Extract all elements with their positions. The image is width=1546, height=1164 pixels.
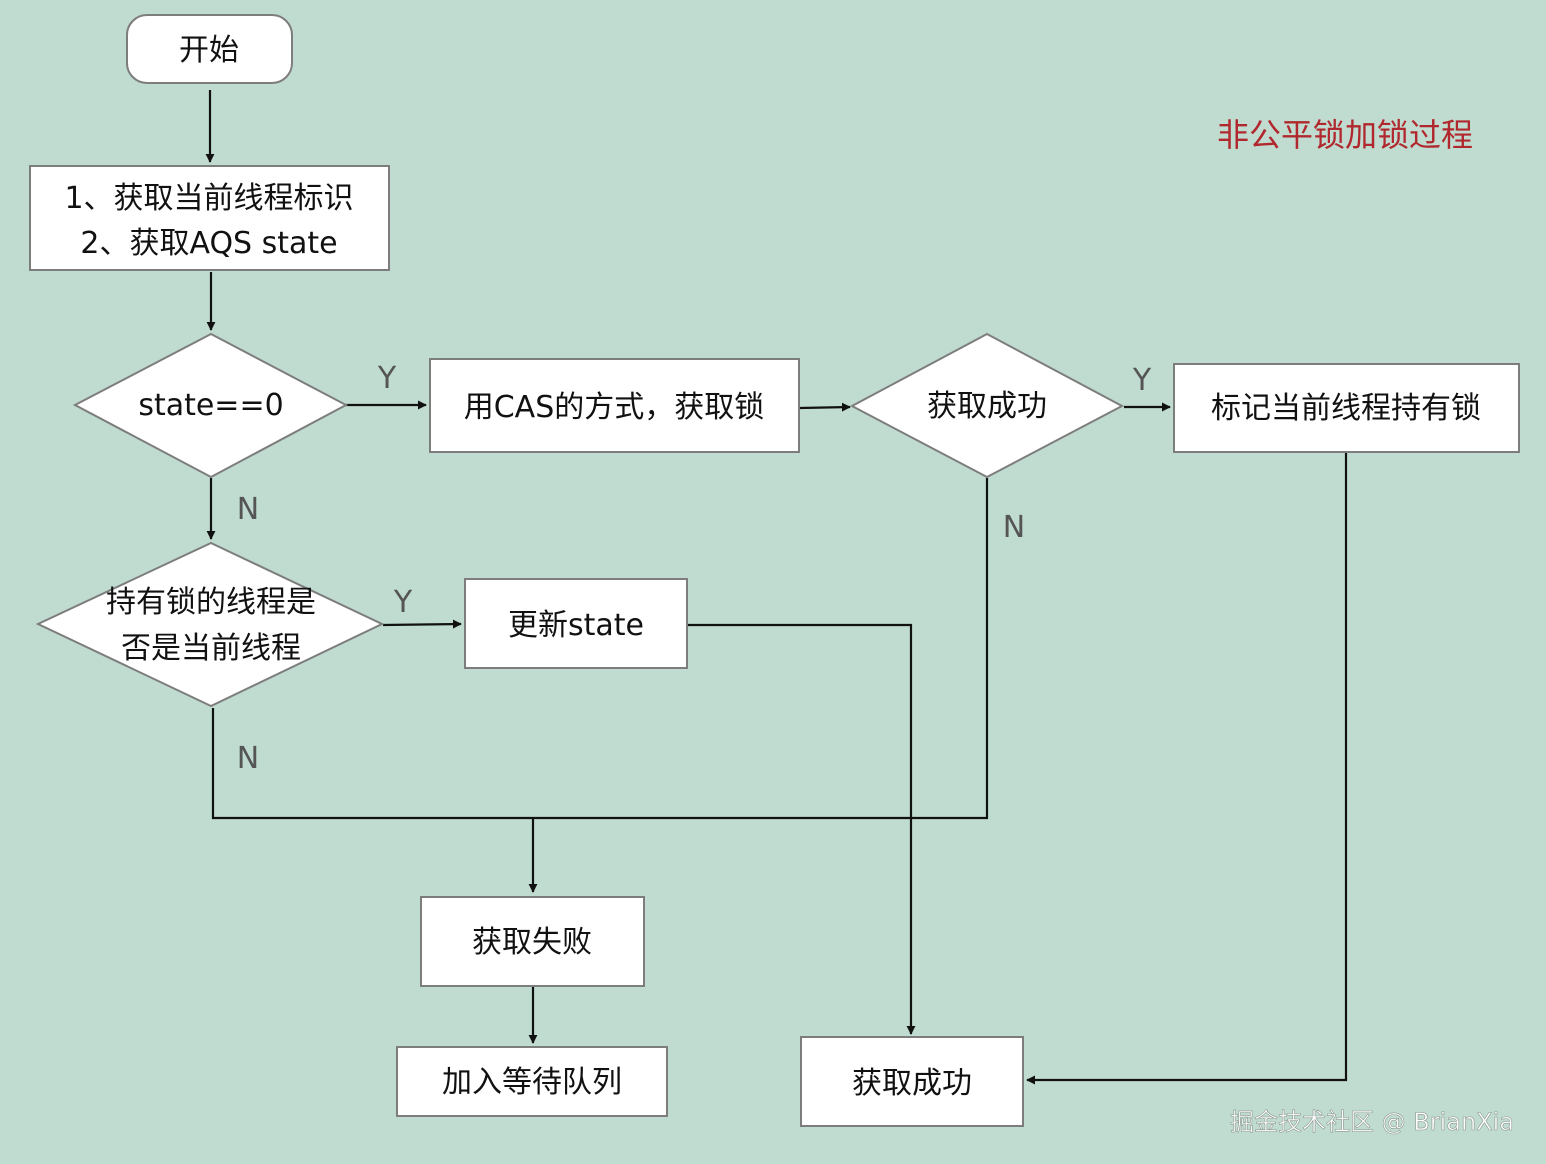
node-get-info-line1: 1、获取当前线程标识 <box>64 181 353 216</box>
node-acquire-success-end-label: 获取成功 <box>852 1066 972 1101</box>
watermark: 掘金技术社区 @ BrianXia <box>1230 1108 1514 1136</box>
node-acquire-success-check: 获取成功 <box>849 332 1125 479</box>
node-acquire-success-end: 获取成功 <box>800 1036 1024 1127</box>
node-get-info: 1、获取当前线程标识 2、获取AQS state <box>29 165 390 271</box>
node-cas-acquire: 用CAS的方式，获取锁 <box>429 358 800 453</box>
label-success-yes: Y <box>1132 363 1152 398</box>
node-start-label: 开始 <box>179 33 239 68</box>
edge-mark-to-success <box>1026 452 1348 1085</box>
node-acquire-fail-label: 获取失败 <box>472 925 592 960</box>
label-owner-yes: Y <box>393 585 413 620</box>
node-state-check-label: state==0 <box>138 388 283 423</box>
label-state-yes: Y <box>377 361 397 396</box>
edge-update-to-success <box>688 623 916 1035</box>
node-enqueue-label: 加入等待队列 <box>442 1065 622 1100</box>
edge-owner-yes <box>382 619 462 629</box>
node-update-state-label: 更新state <box>508 608 644 643</box>
node-acquire-fail: 获取失败 <box>420 896 645 987</box>
node-acquire-success-check-label: 获取成功 <box>927 389 1047 424</box>
node-update-state: 更新state <box>464 578 688 669</box>
edge-fail-merge <box>211 478 989 820</box>
edge-cas-to-success-check <box>799 402 851 412</box>
node-state-check: state==0 <box>72 332 349 479</box>
diagram-title: 非公平锁加锁过程 <box>1217 116 1473 154</box>
node-owner-check: 持有锁的线程是 否是当前线程 <box>35 541 385 708</box>
node-owner-check-line1: 持有锁的线程是 <box>106 585 316 620</box>
node-mark-owner-label: 标记当前线程持有锁 <box>1211 391 1481 426</box>
node-cas-acquire-label: 用CAS的方式，获取锁 <box>464 390 765 425</box>
label-state-no: N <box>237 492 259 527</box>
node-start: 开始 <box>126 14 293 84</box>
node-enqueue: 加入等待队列 <box>396 1046 668 1117</box>
label-owner-no: N <box>237 741 259 776</box>
node-get-info-line2: 2、获取AQS state <box>80 226 337 261</box>
node-owner-check-line2: 否是当前线程 <box>121 631 301 666</box>
label-success-no: N <box>1003 510 1025 545</box>
node-mark-owner: 标记当前线程持有锁 <box>1173 363 1520 453</box>
